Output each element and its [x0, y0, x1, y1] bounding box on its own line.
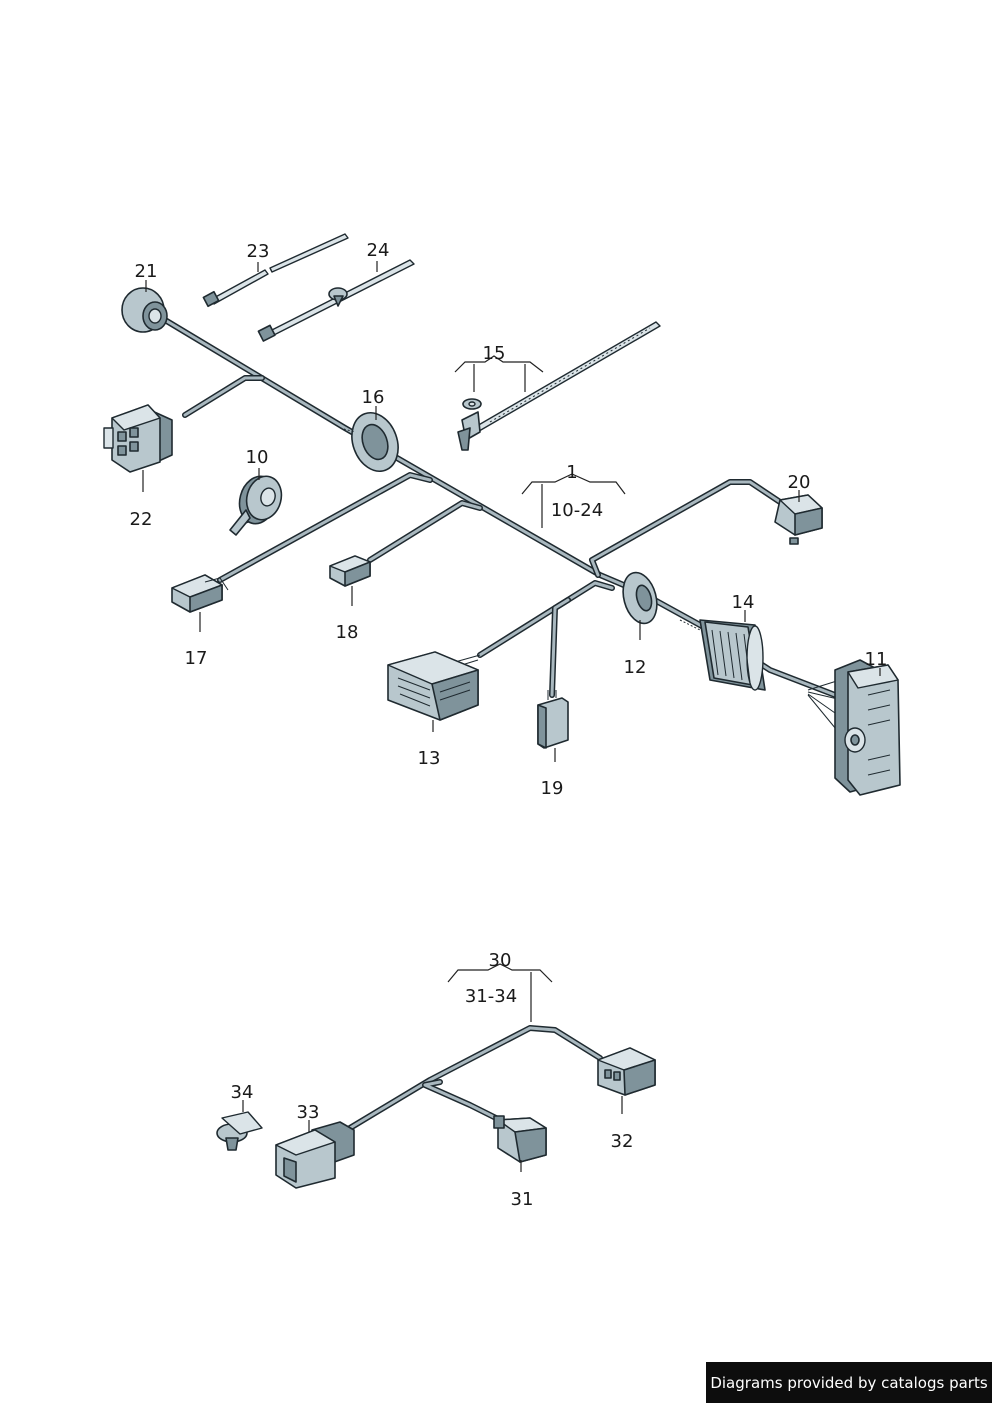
cable-tie-23 [202, 233, 349, 308]
connector-20 [774, 494, 823, 545]
label-23: 23 [247, 241, 270, 262]
cable-tie-24 [257, 259, 415, 342]
grommet-14 [699, 619, 766, 691]
label-18: 18 [336, 622, 359, 643]
grommet-12 [622, 571, 701, 631]
label-30: 30 [489, 950, 512, 971]
main-harness-wires [162, 317, 846, 741]
label-31: 31 [511, 1189, 534, 1210]
label-1-range: 10-24 [551, 500, 603, 521]
label-14: 14 [732, 592, 755, 613]
label-17: 17 [185, 648, 208, 669]
label-32: 32 [611, 1131, 634, 1152]
fixing-tie-15 [457, 321, 661, 451]
connector-22 [103, 404, 173, 473]
grommet-16 [339, 412, 399, 472]
label-16: 16 [362, 387, 385, 408]
connector-17 [171, 574, 229, 613]
connector-33 [275, 1121, 355, 1189]
label-10: 10 [246, 447, 269, 468]
label-20: 20 [788, 472, 811, 493]
label-33: 33 [297, 1102, 320, 1123]
connector-11 [834, 659, 901, 796]
connector-18 [329, 555, 371, 587]
label-12: 12 [624, 657, 647, 678]
part-labels: 21 23 24 15 16 10 22 1 10-24 20 17 18 12… [130, 240, 888, 1210]
label-21: 21 [135, 261, 158, 282]
connector-21 [121, 287, 168, 333]
leader-lines [142, 261, 881, 1172]
label-19: 19 [541, 778, 564, 799]
label-13: 13 [418, 748, 441, 769]
label-1: 1 [566, 462, 577, 483]
label-11: 11 [865, 649, 888, 670]
tape-roll-10 [229, 475, 283, 536]
label-34: 34 [231, 1082, 254, 1103]
connector-13 [387, 651, 479, 721]
connector-32 [597, 1047, 656, 1096]
label-30-range: 31-34 [465, 986, 517, 1007]
sub-harness-wires [347, 1025, 603, 1131]
credit-banner: Diagrams provided by catalogs parts [706, 1362, 992, 1403]
label-24: 24 [367, 240, 390, 261]
connector-19 [537, 690, 569, 749]
label-15: 15 [483, 343, 506, 364]
clip-34 [216, 1111, 263, 1151]
connector-31 [493, 1115, 547, 1163]
label-22: 22 [130, 509, 153, 530]
